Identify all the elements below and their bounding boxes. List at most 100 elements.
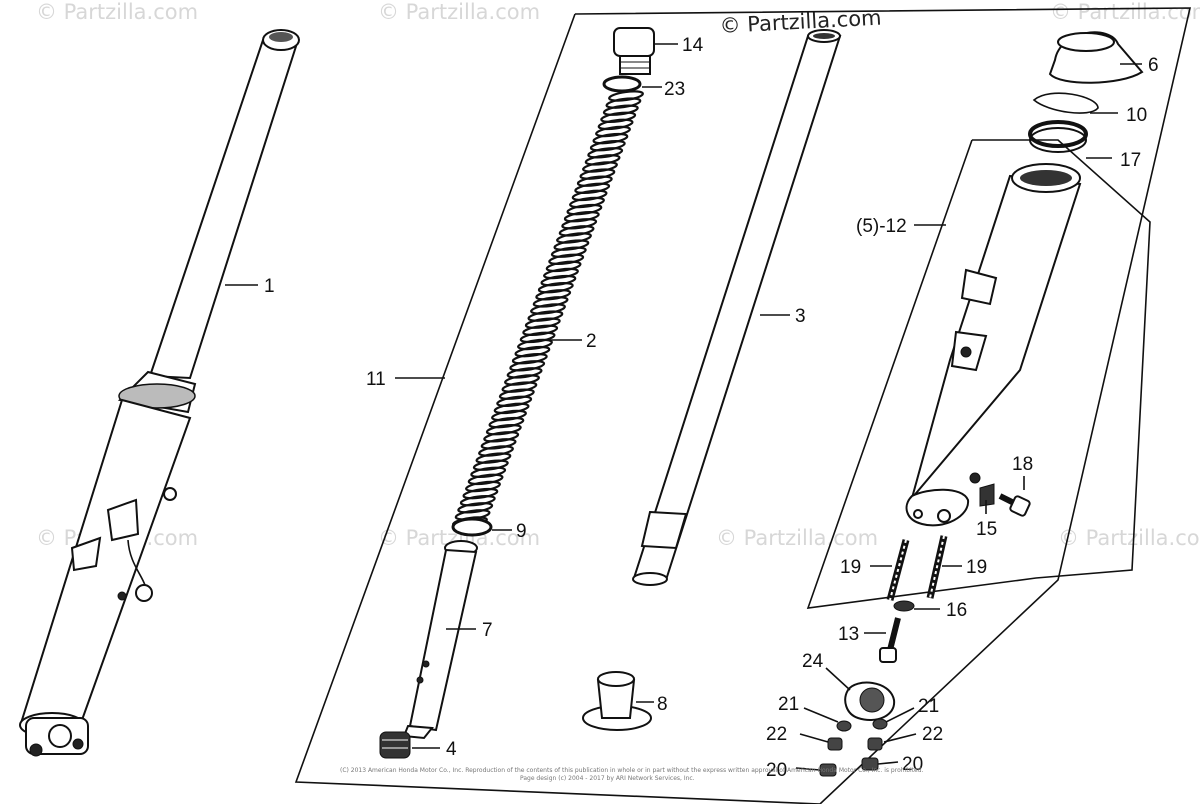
oil-seal-17 bbox=[1028, 120, 1088, 153]
callout-19a: 19 bbox=[840, 557, 861, 578]
spring-coil bbox=[493, 402, 530, 415]
spring-coil bbox=[561, 218, 598, 230]
spring-coil bbox=[509, 360, 546, 372]
spring-coil bbox=[514, 345, 551, 358]
spring-coil bbox=[540, 274, 577, 287]
watermark-mid-right: © Partzilla.com bbox=[1058, 526, 1200, 550]
spring-coil bbox=[465, 480, 501, 493]
spring-coil bbox=[496, 395, 533, 408]
fork-spring-2 bbox=[452, 90, 644, 528]
spring-coil bbox=[597, 118, 634, 131]
callout-22a: 22 bbox=[766, 724, 787, 745]
spring-coil bbox=[527, 310, 564, 322]
callout-24: 24 bbox=[802, 651, 824, 672]
spring-coil bbox=[472, 459, 509, 471]
piston-ring-9 bbox=[451, 517, 493, 537]
spring-coil bbox=[592, 132, 629, 145]
spring-coil bbox=[556, 232, 592, 244]
leader-20a bbox=[795, 767, 821, 771]
spring-coil bbox=[545, 260, 582, 273]
leader-22a bbox=[799, 733, 829, 743]
leader-20b bbox=[877, 761, 899, 765]
spring-coil bbox=[467, 473, 504, 486]
spring-coil bbox=[475, 452, 512, 464]
callout-21a: 21 bbox=[778, 694, 799, 715]
washers-22 bbox=[827, 737, 883, 751]
callout-3: 3 bbox=[795, 306, 806, 327]
leader-22b bbox=[883, 733, 917, 743]
callout-9: 9 bbox=[516, 521, 527, 542]
callout-2: 2 bbox=[586, 331, 597, 352]
fork-bolt-14 bbox=[613, 27, 655, 75]
copyright-line-1: (C) 2013 American Honda Motor Co., Inc. … bbox=[340, 767, 924, 774]
callout-20a: 20 bbox=[766, 760, 787, 781]
spring-coil bbox=[519, 331, 556, 344]
callout-12: (5)-12 bbox=[856, 216, 907, 237]
spring-coil bbox=[483, 431, 520, 443]
fork-pipe-3 bbox=[632, 29, 842, 586]
spring-coil bbox=[457, 502, 494, 514]
watermark-top-left: © Partzilla.com bbox=[36, 0, 199, 24]
rebound-spring-4 bbox=[379, 731, 411, 759]
spring-coil bbox=[462, 487, 499, 500]
watermark-top-center: © Partzilla.com bbox=[378, 0, 541, 24]
callout-23: 23 bbox=[664, 79, 685, 100]
callout-8: 8 bbox=[657, 694, 668, 715]
copyright-line-2: Page design (c) 2004 - 2017 by ARI Netwo… bbox=[520, 775, 695, 782]
leader-24 bbox=[825, 667, 851, 691]
oil-lock-piece-8 bbox=[582, 671, 652, 731]
spring-coil bbox=[485, 423, 522, 436]
spring-coil bbox=[524, 317, 561, 329]
callout-15: 15 bbox=[976, 519, 997, 540]
spring-coil bbox=[587, 147, 624, 159]
spring-coil bbox=[470, 466, 507, 479]
watermark-mid-right-center: © Partzilla.com bbox=[716, 526, 879, 550]
spring-coil bbox=[579, 168, 616, 180]
spring-coil bbox=[589, 139, 626, 152]
callout-4: 4 bbox=[446, 739, 457, 760]
spring-coil bbox=[501, 381, 538, 393]
spring-coil bbox=[491, 409, 527, 422]
spring-coil bbox=[543, 267, 579, 280]
callout-7: 7 bbox=[482, 620, 493, 641]
callout-19b: 19 bbox=[966, 557, 987, 578]
spring-coil bbox=[537, 281, 574, 294]
callout-13: 13 bbox=[838, 624, 859, 645]
spring-coil bbox=[478, 445, 514, 457]
o-ring-23 bbox=[602, 75, 642, 93]
bolt-18 bbox=[998, 493, 1031, 517]
fork-slider-12 bbox=[905, 163, 1082, 527]
spring-coil bbox=[517, 338, 553, 351]
spring-coil bbox=[600, 111, 637, 124]
spring-coil bbox=[584, 154, 621, 166]
watermark-top-right: © Partzilla.com bbox=[1050, 0, 1200, 24]
washer-16 bbox=[893, 600, 915, 612]
spring-coil bbox=[504, 374, 540, 386]
leader-21b bbox=[885, 707, 915, 723]
spring-coil bbox=[532, 296, 569, 308]
spring-coil bbox=[530, 303, 566, 315]
spring-coil bbox=[558, 225, 595, 237]
studs-19 bbox=[886, 535, 948, 601]
spring-coil bbox=[535, 289, 572, 301]
spring-coil bbox=[576, 175, 613, 187]
callout-20b: 20 bbox=[902, 754, 923, 775]
leader-21a bbox=[803, 707, 839, 723]
spring-coil bbox=[506, 367, 543, 379]
spring-coil bbox=[498, 388, 535, 400]
fork-assembly-left bbox=[19, 29, 300, 757]
callout-6: 6 bbox=[1148, 55, 1159, 76]
header-watermark: © Partzilla.com bbox=[719, 6, 882, 38]
spring-coil bbox=[569, 196, 605, 209]
axle-holder-24 bbox=[844, 681, 896, 721]
spring-coil bbox=[566, 203, 603, 216]
spring-coil bbox=[574, 182, 611, 195]
spring-coil bbox=[459, 494, 496, 507]
spring-coil bbox=[563, 210, 600, 223]
callout-22b: 22 bbox=[922, 724, 943, 745]
callout-1: 1 bbox=[264, 276, 275, 297]
spring-coil bbox=[522, 324, 559, 337]
spring-coil bbox=[605, 97, 642, 109]
spring-coil bbox=[550, 246, 587, 258]
